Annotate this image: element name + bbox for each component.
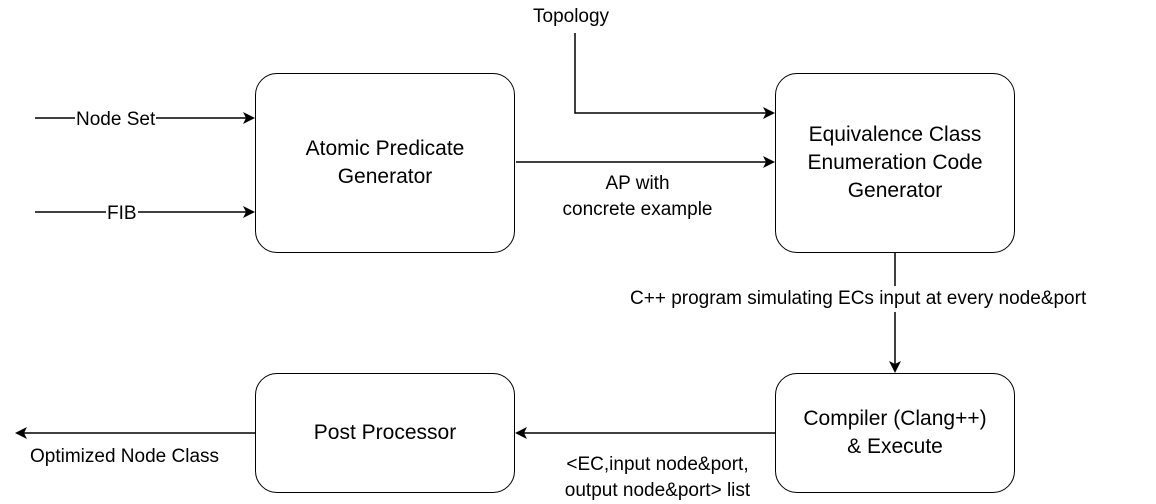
fib-label: FIB — [106, 201, 138, 227]
ec-list-label: <EC,input node&port, output node&port> l… — [540, 452, 775, 504]
post-processor-box: Post Processor — [255, 373, 515, 493]
ap-with-example-line1: AP with — [605, 173, 670, 194]
arrow-topology — [574, 33, 775, 119]
compiler-execute-box: Compiler (Clang++) & Execute — [775, 373, 1015, 493]
ec-enumeration-code-generator-label: Equivalence Class Enumeration Code Gener… — [807, 123, 983, 202]
cpp-program-label: C++ program simulating ECs input at ever… — [629, 286, 1088, 312]
atomic-predicate-generator-label: Atomic Predicate Generator — [305, 137, 465, 188]
ec-list-line1: <EC,input node&port, — [566, 454, 749, 475]
topology-label: Topology — [533, 6, 610, 27]
ec-list-line2: output node&port> list — [564, 480, 751, 501]
ap-with-example-line2: concrete example — [562, 199, 713, 220]
compiler-execute-label: Compiler (Clang++) & Execute — [803, 407, 987, 458]
post-processor-label: Post Processor — [313, 421, 457, 444]
optimized-node-class-label: Optimized Node Class — [30, 446, 220, 467]
atomic-predicate-generator-box: Atomic Predicate Generator — [255, 73, 515, 253]
node-set-label: Node Set — [75, 107, 157, 133]
ec-enumeration-code-generator-box: Equivalence Class Enumeration Code Gener… — [775, 73, 1015, 253]
ap-with-example-label: AP with concrete example — [540, 171, 735, 223]
